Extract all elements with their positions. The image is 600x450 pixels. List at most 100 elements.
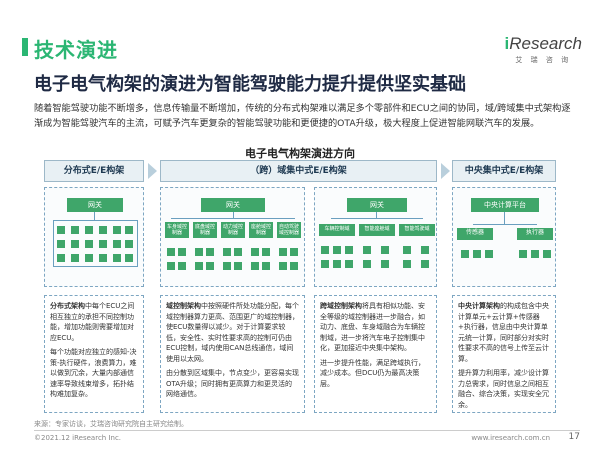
ecu-node (71, 226, 79, 234)
ecu-node (125, 240, 133, 248)
column-central: 中央集中式E/E构架 (452, 160, 556, 182)
actuator-box: 执行器 (517, 228, 553, 240)
ecu-node (251, 262, 259, 270)
ecu-node (85, 254, 93, 262)
central-term: 中央计算架构 (458, 302, 500, 310)
domain-gateway: 网关 (201, 198, 265, 212)
ecu-node (85, 240, 93, 248)
cross-domain-text-2: 进一步提升性能，满足跨域执行，减少成本。但DCU仍为最高决策层。 (320, 358, 425, 388)
distributed-diagram: 网关 (44, 187, 144, 287)
ecu-node (421, 246, 429, 254)
cross-domain-term: 跨域控制架构 (320, 302, 362, 310)
central-diagram: 中央计算平台 传感器 执行器 (452, 187, 556, 287)
source-note: 来源：专家访谈，艾瑞咨询研究院自主研究绘制。 (34, 420, 188, 428)
smart-driving-domain: 智能驾驶域 (399, 224, 435, 236)
central-description: 中央计算架构的构成包含中央计算单元+云计算+传感器+执行器，信息由中央计算单元统… (452, 295, 556, 413)
smart-cockpit-domain: 智能座舱域 (359, 224, 395, 236)
page-number: 17 (568, 432, 580, 442)
column-header-domain: （跨）域集中式E/E构架 (160, 160, 437, 182)
ecu-node (234, 262, 242, 270)
distributed-text-1: 中每个ECU之间相互独立的承担不同控制功能，增加功能则需要增加对应ECU。 (50, 302, 135, 342)
domain-controller-power: 动力域控制器 (221, 222, 245, 238)
ecu-node (99, 240, 107, 248)
bus-line (171, 218, 295, 219)
section-title: 技术演进 (34, 38, 118, 62)
bus-line (53, 220, 54, 266)
ecu-node (206, 262, 214, 270)
ecu-node (321, 246, 329, 254)
ecu-node (223, 262, 231, 270)
domain-controller-adas: 自动驾驶域控制器 (277, 222, 301, 238)
central-text-2: 提升算力利用率，减少设计算力总需求，同时信息之间相互融合、综合决策，实现安全冗余… (458, 369, 549, 409)
central-computing-platform: 中央计算平台 (471, 198, 539, 212)
column-header-distributed: 分布式E/E构架 (44, 160, 144, 182)
ecu-node (57, 226, 65, 234)
domain-controller-chassis: 底盘域控制器 (193, 222, 217, 238)
ecu-node (485, 250, 493, 258)
domain-text-1: 中按照硬件所处功能分配，每个域控制器算力更高、范围更广的域控制器，使ECU数量得… (166, 302, 299, 363)
arrow-right-icon (148, 163, 157, 179)
bus-line (473, 224, 537, 225)
domain-diagram: 网关 车身域控制器 底盘域控制器 动力域控制器 座舱域控制器 自动驾驶域控制器 (160, 187, 305, 287)
ecu-node (363, 246, 371, 254)
ecu-node (279, 262, 287, 270)
ecu-node (113, 254, 121, 262)
column-header-central: 中央集中式E/E构架 (452, 160, 556, 182)
ecu-node (333, 246, 341, 254)
bus-line (53, 266, 138, 267)
ecu-node (57, 240, 65, 248)
ecu-node (531, 250, 539, 258)
logo-brand: Research (509, 34, 582, 53)
ecu-node (290, 262, 298, 270)
bus-line (331, 218, 423, 219)
page-headline: 电子电气构架的演进为智能驾驶能力提升提供坚实基础 (34, 74, 466, 95)
sensor-box: 传感器 (457, 228, 493, 240)
logo-brand-prefix: i (504, 34, 510, 53)
cross-domain-text-1: 将具有相似功能、安全等级的域控制器进一步融合，如动力、底盘、车身域融合为车辆控制… (320, 302, 425, 352)
column-domain: （跨）域集中式E/E构架 (160, 160, 437, 182)
ecu-node (543, 250, 551, 258)
ecu-node (381, 246, 389, 254)
ecu-node (403, 246, 411, 254)
footer-divider (34, 430, 580, 431)
ecu-node (234, 248, 242, 256)
ecu-node (206, 248, 214, 256)
ecu-node (345, 260, 353, 268)
bus-line (376, 212, 377, 218)
ecu-node (421, 260, 429, 268)
ecu-node (125, 226, 133, 234)
ecu-node (403, 260, 411, 268)
distributed-term: 分布式架构 (50, 302, 85, 310)
ecu-node (167, 248, 175, 256)
ecu-node (262, 248, 270, 256)
column-distributed: 分布式E/E构架 (44, 160, 144, 182)
central-text-1: 的构成包含中央计算单元+云计算+传感器+执行器，信息由中央计算单元统一计算，同时… (458, 302, 549, 363)
domain-term: 域控制架构 (166, 302, 201, 310)
distributed-description: 分布式架构中每个ECU之间相互独立的承担不同控制功能，增加功能则需要增加对应EC… (44, 295, 144, 413)
domain-controller-body: 车身域控制器 (165, 222, 189, 238)
ecu-node (345, 246, 353, 254)
ecu-node (85, 226, 93, 234)
section-accent-bar (22, 38, 28, 56)
ecu-node (57, 254, 65, 262)
ecu-node (251, 248, 259, 256)
ecu-node (113, 226, 121, 234)
ecu-node (125, 254, 133, 262)
distributed-text-2: 每个功能对应独立的感知-决策-执行硬件，浪费算力，难以做到冗余，大量内部通信速率… (50, 348, 137, 398)
ecu-node (195, 262, 203, 270)
ecu-node (167, 262, 175, 270)
ecu-node (363, 260, 371, 268)
iresearch-logo: iResearch 艾 瑞 咨 询 (505, 34, 583, 65)
website-link[interactable]: www.iresearch.com.cn (471, 434, 550, 442)
copyright: ©2021.12 iResearch Inc. (34, 434, 122, 442)
ecu-node (262, 262, 270, 270)
logo-subtitle: 艾 瑞 咨 询 (515, 56, 572, 64)
distributed-gateway: 网关 (67, 198, 123, 212)
ecu-node (381, 260, 389, 268)
bus-line (53, 220, 137, 221)
cross-domain-diagram: 网关 车辆控制域 智能座舱域 智能驾驶域 (314, 187, 437, 287)
ecu-node (461, 250, 469, 258)
ecu-node (178, 262, 186, 270)
ecu-node (333, 260, 341, 268)
domain-controller-cockpit: 座舱域控制器 (249, 222, 273, 238)
